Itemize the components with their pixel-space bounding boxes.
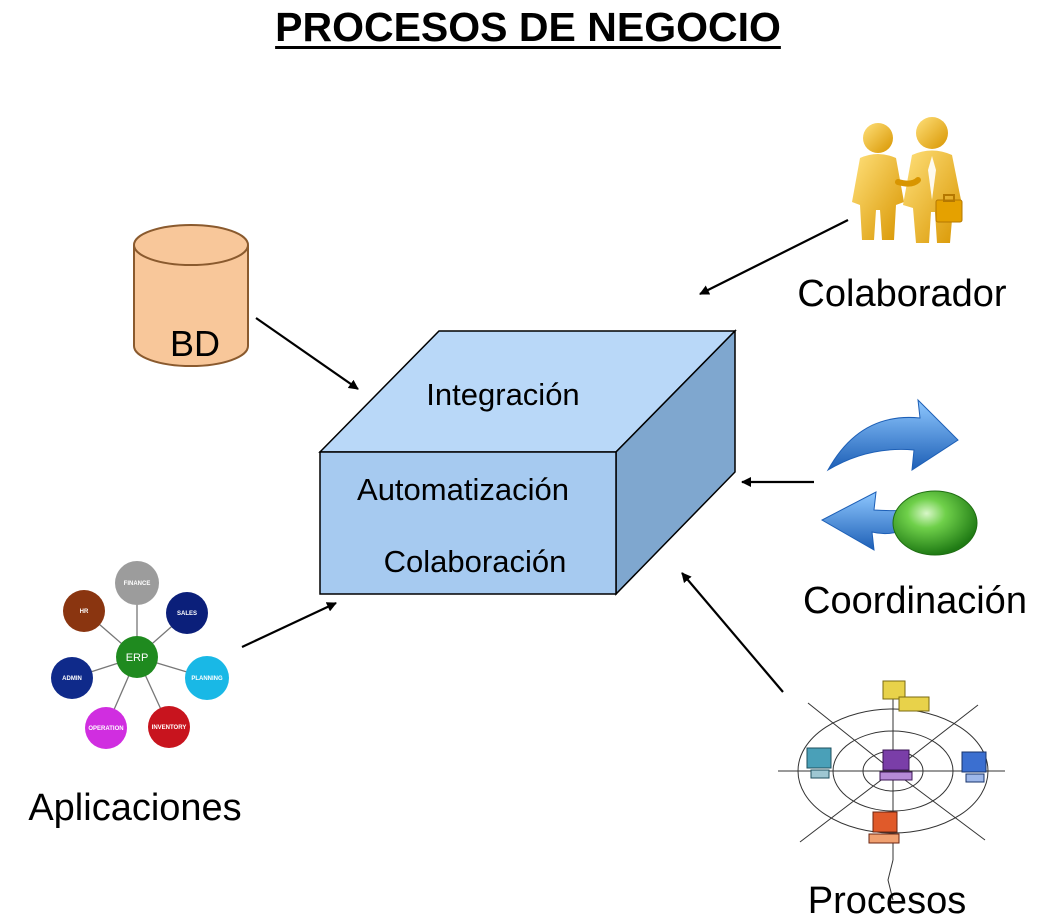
erp-module-hr [63, 590, 105, 632]
page-title: PROCESOS DE NEGOCIO [275, 4, 781, 50]
cube-front-face [319, 451, 617, 595]
erp-module-planning-label: PLANNING [191, 676, 223, 682]
erp-module-operation [85, 707, 127, 749]
cube-front-line-2: Colaboración [384, 544, 567, 579]
database-icon: BD [133, 224, 249, 367]
erp-center-label: ERP [126, 652, 149, 664]
erp-wheel: FINANCE SALES PLANNING INVENTORY OPERATI… [51, 561, 229, 749]
processes-network-icon [778, 680, 1005, 901]
erp-module-admin-label: ADMIN [62, 676, 82, 682]
coordination-label: Coordinación [803, 580, 1027, 622]
computer-icon-left [806, 747, 832, 779]
erp-module-finance-label: FINANCE [124, 581, 151, 587]
processes-label: Procesos [808, 880, 966, 918]
arrow-processes-to-cube [681, 572, 784, 693]
erp-module-finance [115, 561, 159, 605]
cube-front-line-1: Automatización [357, 472, 569, 507]
erp-module-sales [166, 592, 208, 634]
computer-icon-right [961, 751, 987, 783]
erp-module-sales-label: SALES [177, 611, 197, 617]
erp-center [116, 636, 158, 678]
erp-module-inventory [148, 706, 190, 748]
erp-module-hr-label: HR [80, 609, 89, 615]
coordination-icon [820, 398, 978, 556]
applications-label: Aplicaciones [28, 787, 241, 829]
collaborator-label: Colaborador [797, 273, 1006, 315]
erp-module-admin [51, 657, 93, 699]
cube-top-label: Integración [426, 377, 579, 412]
arrow-applications-to-cube [241, 602, 337, 648]
computer-icon-top [882, 680, 930, 712]
arrow-collaborator-to-cube [699, 219, 849, 295]
erp-module-planning [185, 656, 229, 700]
erp-module-inventory-label: INVENTORY [152, 725, 187, 731]
computer-icon-center [879, 749, 913, 781]
collaborator-icon [852, 117, 963, 243]
erp-module-operation-label: OPERATION [88, 726, 123, 732]
arrow-db-to-cube [255, 317, 359, 390]
cube: Integración Automatización Colaboración [318, 329, 737, 596]
database-label: BD [170, 323, 220, 364]
computer-icon-bottom [868, 811, 900, 844]
